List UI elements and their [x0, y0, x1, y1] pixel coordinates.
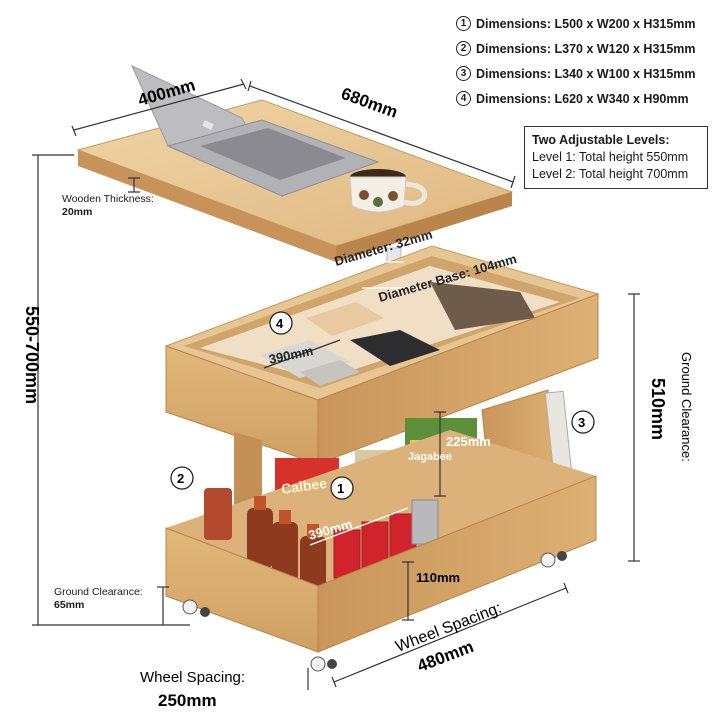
- spec-text-2: Dimensions: L370 x W120 x H315mm: [476, 41, 696, 56]
- top-length-label: 680mm: [339, 84, 401, 122]
- callout-4-text: 4: [276, 316, 284, 331]
- callout-1-text: 1: [337, 481, 344, 496]
- spec-item-4: 4 Dimensions: L620 x W340 x H90mm: [456, 91, 689, 106]
- callout-4: 4: [269, 311, 293, 335]
- spec-text-1: Dimensions: L500 x W200 x H315mm: [476, 16, 696, 31]
- ground-clearance-note: Ground Clearance: 65mm: [54, 586, 143, 612]
- wheels: [182, 551, 567, 672]
- spec-number-2: 2: [456, 41, 471, 56]
- callout-3: 3: [571, 410, 595, 434]
- level-1-text: Level 1: Total height 550mm: [532, 150, 689, 164]
- laptop: [130, 64, 380, 198]
- adjustable-levels-box: Two Adjustable Levels: Level 1: Total he…: [524, 126, 708, 189]
- wood-thickness-value: 20mm: [62, 206, 93, 218]
- lower-tray: [165, 430, 597, 653]
- inner-height-label: 110mm: [416, 570, 460, 585]
- shelf-height-label: 225mm: [446, 434, 491, 449]
- wood-thickness-note: Wooden Thickness: 20mm: [62, 193, 154, 219]
- wood-thickness-label: Wooden Thickness:: [62, 193, 154, 205]
- total-height-label: 550-700mm: [22, 306, 42, 404]
- callout-2: 2: [170, 466, 194, 490]
- ground-clearance-label: Ground Clearance:: [54, 586, 143, 598]
- brand-calbee: Calbee: [280, 475, 328, 497]
- spec-item-1: 1 Dimensions: L500 x W200 x H315mm: [456, 16, 696, 31]
- wheel-spacing-bottom-label: Wheel Spacing:: [140, 669, 245, 686]
- spec-text-4: Dimensions: L620 x W340 x H90mm: [476, 91, 689, 106]
- spec-item-2: 2 Dimensions: L370 x W120 x H315mm: [456, 41, 696, 56]
- spec-item-3: 3 Dimensions: L340 x W100 x H315mm: [456, 66, 696, 81]
- spec-number-1: 1: [456, 16, 471, 31]
- callout-2-text: 2: [177, 471, 184, 486]
- spec-text-3: Dimensions: L340 x W100 x H315mm: [476, 66, 696, 81]
- bottles: [204, 488, 326, 592]
- dimension-lines: [32, 78, 640, 690]
- brand-jagabee: Jagabee: [408, 451, 452, 463]
- spec-number-4: 4: [456, 91, 471, 106]
- level-2-text: Level 2: Total height 700mm: [532, 167, 689, 181]
- ground-clearance-big-value: 510mm: [648, 378, 668, 440]
- levels-title: Two Adjustable Levels:: [532, 133, 670, 147]
- spec-number-3: 3: [456, 66, 471, 81]
- callout-1: 1: [330, 476, 354, 500]
- wheel-spacing-bottom-value: 250mm: [158, 691, 217, 710]
- ground-clearance-value: 65mm: [54, 599, 85, 611]
- ground-clearance-big-label: Ground Clearance:: [679, 352, 694, 462]
- coffee-mug: [349, 169, 428, 213]
- callout-3-text: 3: [578, 415, 585, 430]
- upper-tray: [164, 245, 600, 465]
